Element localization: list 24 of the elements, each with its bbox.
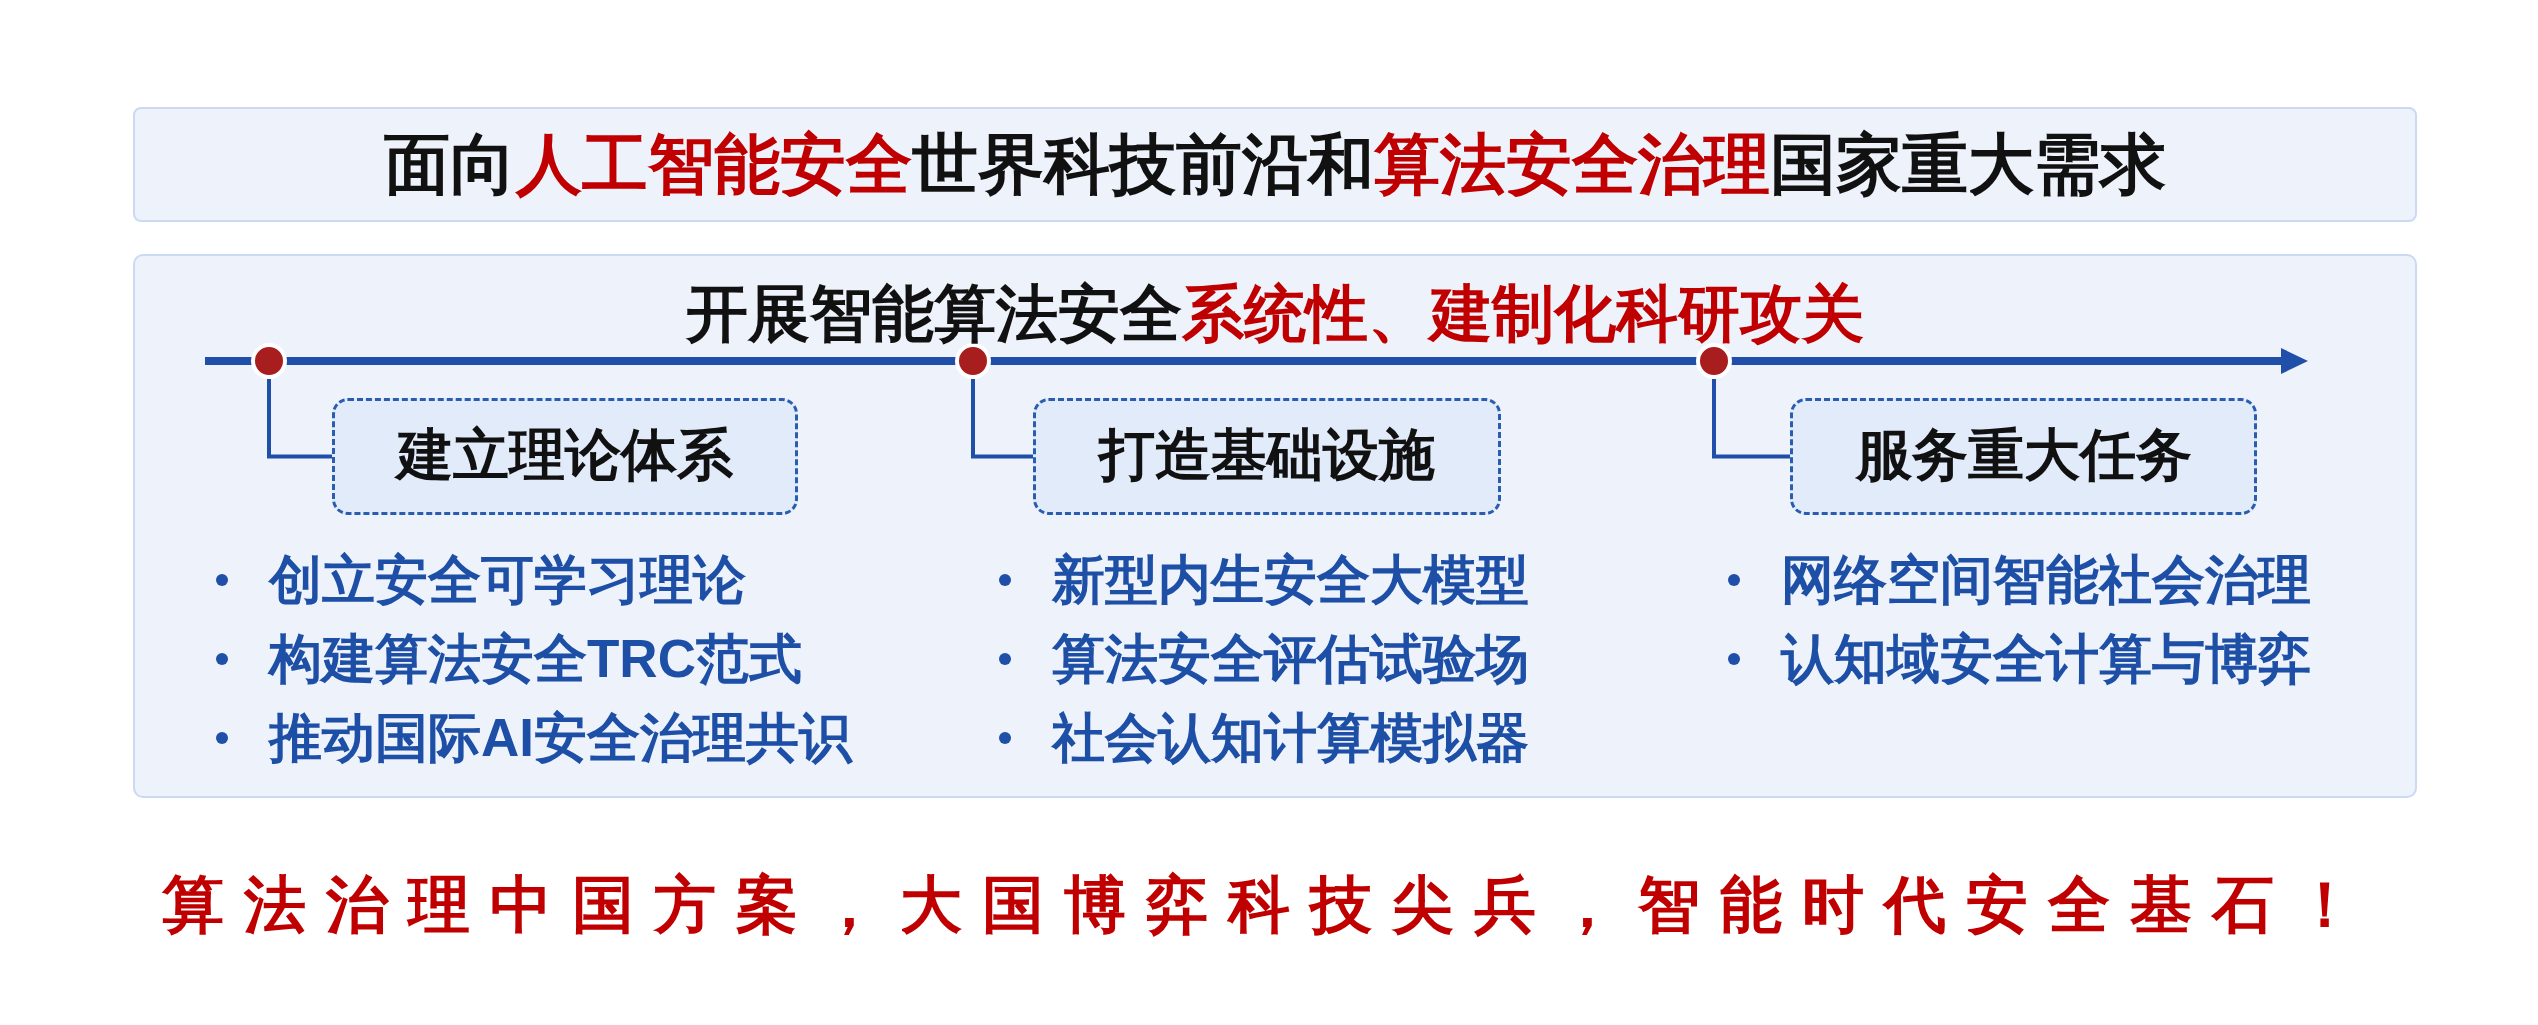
bullet-text: 新型内生安全大模型 [1052,549,1529,611]
bullet-text: 网络空间智能社会治理 [1781,549,2311,611]
box-label: 服务重大任务 [1855,423,2192,488]
milestone-dot [1696,343,1732,379]
connector-line [267,379,332,459]
category-box [1790,398,2257,515]
category-box [332,398,798,515]
bullet-text: 算法安全评估试验场 [1052,628,1529,690]
connector-line [971,379,1033,459]
slogan-text: 算法治理中国方案，大国博弈科技尖兵，智能时代安全基石！ [162,868,2376,943]
box-label: 打造基础设施 [1099,423,1435,488]
panel-heading: 开展智能算法安全系统性、建制化科研攻关 [686,278,1864,350]
header-banner [133,107,2417,222]
content-panel [133,254,2417,798]
category-box [1033,398,1501,515]
milestone-dot [955,343,991,379]
bullet-text: 认知域安全计算与博弈 [1781,628,2311,690]
bullet-text: 创立安全可学习理论 [269,549,746,611]
banner-heading: 面向人工智能安全世界科技前沿和算法安全治理国家重大需求 [384,126,2166,203]
milestone-dot [251,343,287,379]
connector-line [1712,379,1790,459]
bullet-text: 推动国际AI安全治理共识 [269,707,852,769]
bullet-text: 社会认知计算模拟器 [1052,707,1529,769]
bullet-text: 构建算法安全TRC范式 [269,628,802,690]
